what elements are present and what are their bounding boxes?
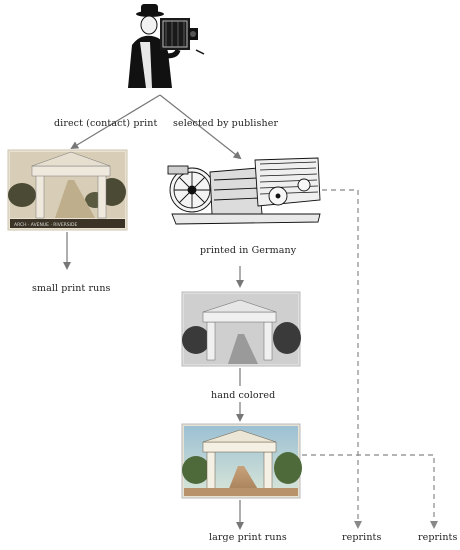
- label-small-print-runs: small print runs: [32, 283, 111, 294]
- bw-postcard-image: [181, 291, 301, 367]
- label-selected-by-publisher: selected by publisher: [173, 118, 279, 129]
- branch-arrows: [70, 94, 242, 160]
- label-printed-in-germany: printed in Germany: [200, 245, 297, 256]
- printing-press-engraving-icon: [167, 157, 321, 225]
- label-reprints-1: reprints: [342, 532, 382, 543]
- photographer-engraving-icon: [128, 4, 205, 88]
- color-postcard-image: [181, 423, 302, 499]
- label-reprints-2: reprints: [418, 532, 458, 543]
- label-hand-colored: hand colored: [211, 390, 276, 401]
- label-direct-print: direct (contact) print: [54, 118, 158, 129]
- svg-text:ARCH · AVENUE · RIVERSIDE: ARCH · AVENUE · RIVERSIDE: [14, 222, 77, 228]
- label-large-print-runs: large print runs: [209, 532, 287, 543]
- reprint-dashed-arrows: [302, 189, 438, 529]
- sepia-photo-image: ARCH · AVENUE · RIVERSIDE: [7, 149, 128, 231]
